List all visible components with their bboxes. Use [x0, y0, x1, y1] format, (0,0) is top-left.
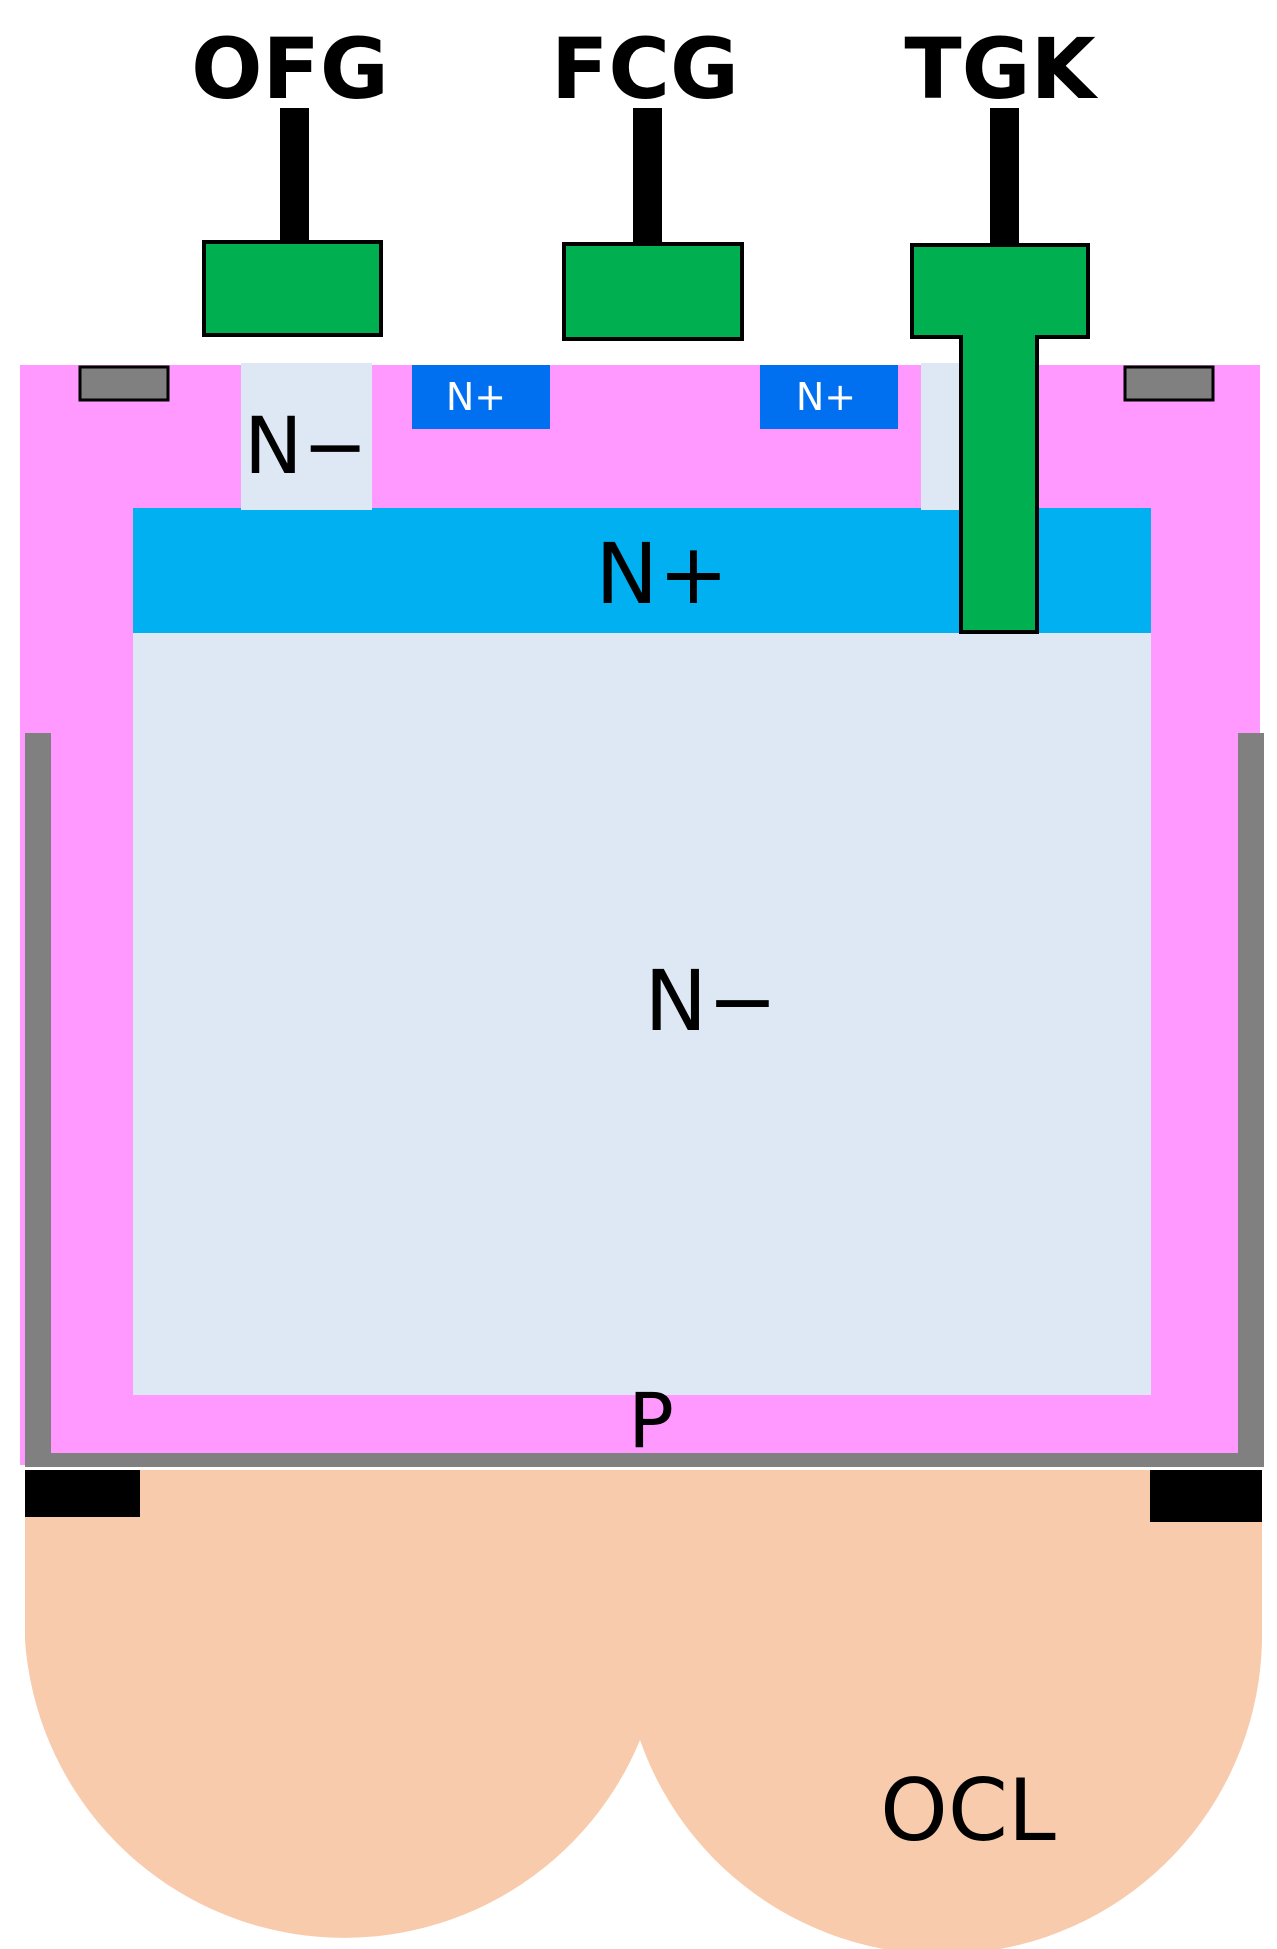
metal-pad-right	[1123, 365, 1215, 402]
fcg-label: FCG	[551, 20, 739, 118]
n-plus-left-diffusion	[412, 365, 550, 429]
metal-wall-left	[25, 733, 51, 1463]
light-shield-right	[1150, 1470, 1262, 1522]
fcg-wire	[633, 108, 662, 246]
n-minus-main-region	[133, 630, 1151, 1395]
n-minus-small-label: N−	[244, 402, 368, 492]
n-plus-right-label: N+	[796, 375, 856, 419]
tgk-label: TGK	[904, 20, 1098, 118]
fcg-gate	[562, 242, 744, 341]
ofg-wire	[280, 108, 309, 246]
n-minus-small-region	[241, 363, 372, 510]
n-plus-layer-label: N+	[595, 525, 728, 623]
light-shield-left	[25, 1470, 140, 1517]
ocl-label: OCL	[880, 1761, 1056, 1861]
p-well-label: P	[628, 1376, 674, 1465]
n-plus-left-label: N+	[446, 375, 506, 419]
ofg-gate	[202, 240, 383, 337]
on-chip-lens	[25, 1470, 1262, 1949]
metal-bottom-line	[25, 1453, 1264, 1467]
tgk-gate	[910, 243, 1090, 634]
n-minus-main-label: N−	[644, 952, 777, 1050]
metal-wall-right	[1238, 733, 1264, 1463]
ofg-label: OFG	[191, 20, 389, 118]
tgk-wire	[990, 108, 1019, 246]
n-plus-right-diffusion	[760, 365, 898, 429]
metal-pad-left	[78, 365, 170, 402]
